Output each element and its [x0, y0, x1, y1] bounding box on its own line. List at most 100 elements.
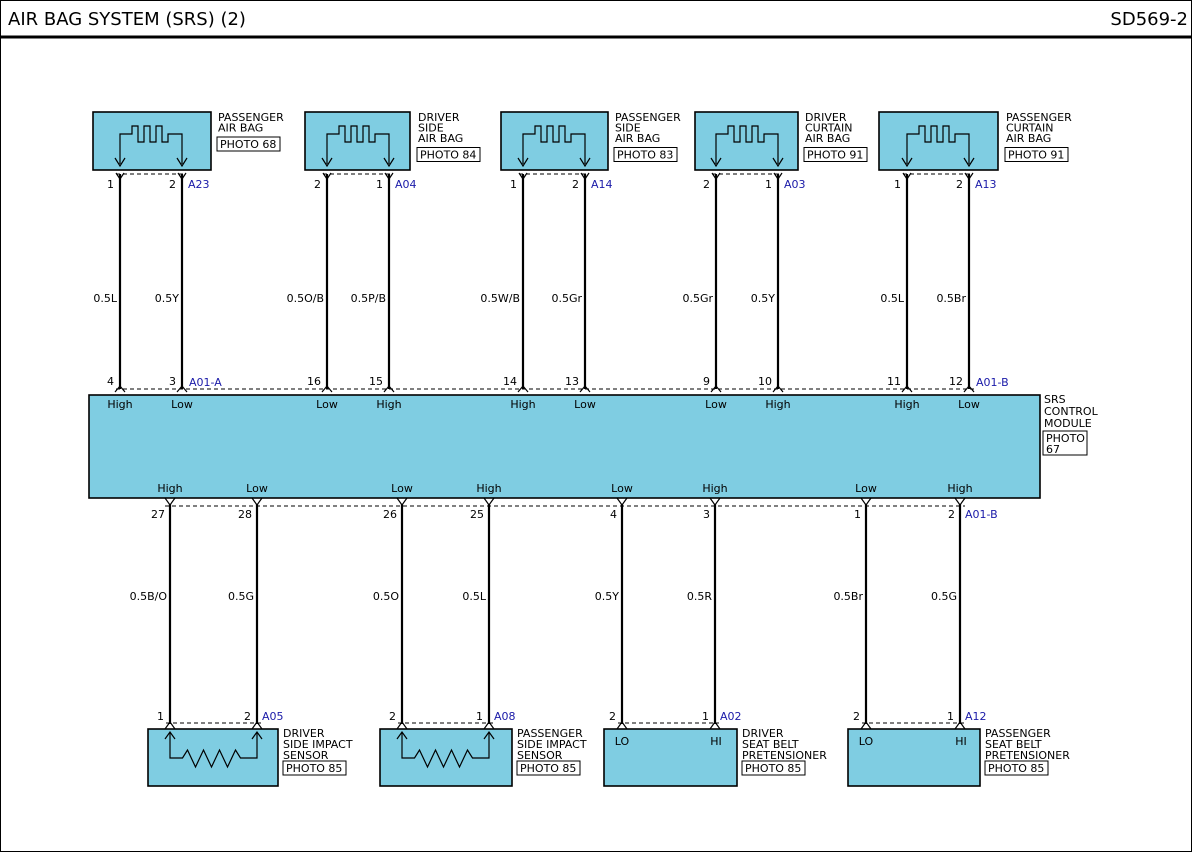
pin-marker: [322, 172, 332, 181]
module-pin-name: High: [765, 398, 790, 411]
driver-seat-belt-pretensioner-box: [603, 728, 738, 787]
pin-number: 2: [853, 710, 860, 723]
component-label-line: CURTAIN: [1006, 122, 1053, 135]
component-label-line: SIDE: [418, 122, 444, 135]
pin-marker: [321, 385, 333, 393]
wire-color-label: 0.5B/O: [130, 590, 168, 603]
component-label-line: SIDE IMPACT: [517, 738, 587, 751]
pin-number: 2: [609, 710, 616, 723]
driver-side-impact-sensor-box: [147, 728, 279, 787]
wire-color-label: 0.5L: [93, 292, 117, 305]
component-label-line: DRIVER: [283, 727, 325, 740]
module-pin-name: Low: [958, 398, 980, 411]
pin-marker: [963, 385, 975, 393]
wire-color-label: 0.5Br: [936, 292, 966, 305]
pin-marker: [902, 172, 912, 181]
photo-box: [984, 760, 1049, 776]
squib-symbol: [321, 125, 395, 168]
pin-marker: [580, 172, 590, 181]
photo-label: PHOTO 91: [807, 149, 863, 162]
wire-color-label: 0.5Y: [595, 590, 619, 603]
passenger-side-air-bag-box: [500, 111, 609, 171]
photo-box: [416, 147, 481, 162]
module-label-line: MODULE: [1044, 417, 1092, 430]
photo-label: PHOTO 91: [1008, 149, 1064, 162]
diagram-code: SD569-2: [1110, 9, 1188, 30]
pin-number: 1: [107, 178, 114, 191]
component-label-line: DRIVER: [742, 727, 784, 740]
module-pin-number: 11: [887, 375, 901, 388]
module-photo-line: 67: [1046, 443, 1060, 456]
connector-id: A14: [591, 178, 613, 191]
photo-box: [803, 147, 868, 162]
module-pin-name: Low: [171, 398, 193, 411]
pin-number: 1: [894, 178, 901, 191]
pin-marker: [518, 172, 528, 181]
component-label-line: CURTAIN: [805, 122, 852, 135]
squib-symbol: [517, 125, 591, 168]
wire-color-label: 0.5G: [228, 590, 254, 603]
pin-number: 2: [572, 178, 579, 191]
component-label-line: PASSENGER: [1006, 111, 1072, 124]
pin-marker: [579, 385, 591, 393]
module-pin-number: 26: [383, 508, 397, 521]
pin-marker: [711, 172, 721, 181]
pin-number: 2: [389, 710, 396, 723]
pin-marker: [384, 172, 394, 181]
pin-marker: [115, 172, 125, 181]
srs-control-module: [88, 394, 1041, 499]
pin-marker: [396, 720, 408, 730]
photo-label: PHOTO 83: [617, 149, 673, 162]
component-label-line: AIR BAG: [615, 132, 660, 145]
pin-marker: [954, 720, 966, 730]
component-label-line: DRIVER: [805, 111, 847, 124]
component-label-line: PASSENGER: [218, 111, 284, 124]
module-pin-number: 9: [703, 375, 710, 388]
pin-marker: [483, 720, 495, 730]
module-pin-name: Low: [574, 398, 596, 411]
module-pin-name: High: [702, 482, 727, 495]
module-pin-name: High: [510, 398, 535, 411]
module-pin-number: 25: [470, 508, 484, 521]
module-pin-name: Low: [855, 482, 877, 495]
module-pin-number: 3: [703, 508, 710, 521]
terminal-label-lo: LO: [859, 735, 874, 748]
module-pin-number: 4: [610, 508, 617, 521]
component-label-line: PRETENSIONER: [742, 749, 827, 762]
wire-color-label: 0.5R: [687, 590, 712, 603]
pin-number: 2: [703, 178, 710, 191]
component-label-line: SIDE IMPACT: [283, 738, 353, 751]
wire-color-label: 0.5O/B: [287, 292, 324, 305]
module-pin-name: Low: [705, 398, 727, 411]
component-label-line: SIDE: [615, 122, 641, 135]
module-pin-name: High: [157, 482, 182, 495]
connector-id: A03: [784, 178, 806, 191]
component-label-line: PRETENSIONER: [985, 749, 1070, 762]
component-label-line: AIR BAG: [418, 132, 463, 145]
module-pin-number: 14: [503, 375, 517, 388]
squib-symbol: [114, 125, 188, 168]
module-pin-number: 13: [565, 375, 579, 388]
photo-label: PHOTO 85: [745, 762, 801, 775]
photo-box: [741, 760, 806, 776]
component-label-line: AIR BAG: [218, 122, 263, 135]
pin-marker: [251, 720, 263, 730]
passenger-air-bag-box: [92, 111, 212, 171]
pin-marker: [954, 497, 966, 507]
squib-symbol: [710, 125, 784, 168]
photo-box: [282, 760, 347, 776]
wire-color-label: 0.5W/B: [480, 292, 520, 305]
wire-color-label: 0.5Br: [833, 590, 863, 603]
module-pin-number: 3: [169, 375, 176, 388]
connector-id: A13: [975, 178, 997, 191]
component-label-line: SEAT BELT: [742, 738, 799, 751]
pin-marker: [517, 385, 529, 393]
photo-box: [613, 147, 678, 162]
connector-id: A12: [965, 710, 987, 723]
wire-color-label: 0.5Y: [751, 292, 775, 305]
pin-marker: [164, 497, 176, 507]
photo-label: PHOTO 85: [988, 762, 1044, 775]
